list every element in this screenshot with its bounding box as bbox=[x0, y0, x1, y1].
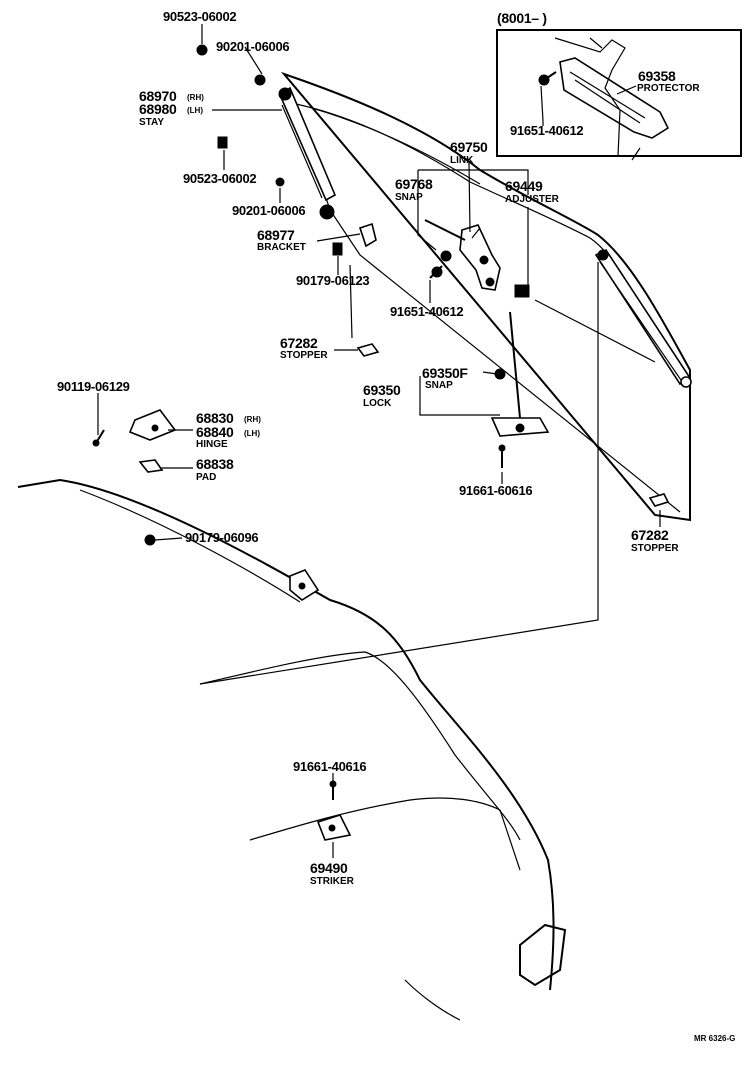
label-bracket-name: BRACKET bbox=[257, 242, 306, 253]
label-screw-hinge: 90119-06129 bbox=[57, 379, 130, 394]
label-stay-name: STAY bbox=[139, 117, 164, 128]
striker-part bbox=[316, 814, 352, 841]
protector-part bbox=[554, 37, 670, 161]
right-stay-strut bbox=[594, 248, 692, 388]
left-stay-strut bbox=[278, 86, 337, 220]
label-stay-rh: 68970 bbox=[139, 88, 177, 104]
label-link-no: 69750 bbox=[450, 139, 488, 155]
label-snap2-name: SNAP bbox=[425, 380, 453, 391]
roof-screw bbox=[144, 534, 156, 546]
inset-bolt-no: 91651-40612 bbox=[510, 123, 583, 138]
label-nut-top: 90523-06002 bbox=[163, 9, 236, 24]
label-clip-top: 90201-06006 bbox=[216, 39, 289, 54]
clip-top bbox=[254, 74, 266, 86]
label-lock-name: LOCK bbox=[363, 398, 392, 409]
label-hinge-rh-tag: (RH) bbox=[244, 415, 261, 424]
label-stopper-right-name: STOPPER bbox=[631, 543, 679, 554]
hinge-screw bbox=[92, 429, 105, 447]
label-link-name: LINK bbox=[450, 155, 474, 166]
label-nut-mid: 90523-06002 bbox=[183, 171, 256, 186]
bolt-mid-part bbox=[429, 265, 443, 279]
snap-part bbox=[440, 250, 452, 262]
protector-part-no: 69358 bbox=[638, 68, 676, 84]
stopper-left-part bbox=[356, 343, 380, 357]
striker-screw bbox=[329, 780, 337, 800]
hinge-part bbox=[128, 409, 177, 441]
label-hinge-lh: 68840 bbox=[196, 424, 234, 440]
lock-screw bbox=[498, 444, 506, 468]
adjuster-part bbox=[514, 284, 530, 298]
roof-hinge-mount bbox=[289, 569, 320, 601]
lock-assembly bbox=[490, 311, 550, 437]
label-hinge-lh-tag: (LH) bbox=[244, 429, 260, 438]
inset-heading: (8001– ) bbox=[497, 10, 547, 26]
label-screw-striker: 91661-40616 bbox=[293, 759, 366, 774]
label-hinge-rh: 68830 bbox=[196, 410, 234, 426]
back-door-glass-outline bbox=[199, 71, 691, 685]
label-stay-lh: 68980 bbox=[139, 101, 177, 117]
stopper-right-part bbox=[648, 493, 670, 507]
label-clip-mid: 90201-06006 bbox=[232, 203, 305, 218]
label-screw-lock: 91661-60616 bbox=[459, 483, 532, 498]
part-labels: 90523-06002 90201-06006 68970 (RH) 68980… bbox=[57, 9, 735, 1043]
label-snap2-no: 69350F bbox=[422, 365, 468, 381]
label-snap-name: SNAP bbox=[395, 192, 423, 203]
label-stay-rh-tag: (RH) bbox=[187, 93, 204, 102]
label-adjuster-no: 69449 bbox=[505, 178, 543, 194]
leader-lines bbox=[97, 24, 661, 858]
figure-code: MR 6326-G bbox=[694, 1034, 735, 1043]
label-pad-no: 68838 bbox=[196, 456, 234, 472]
protector-name: PROTECTOR bbox=[637, 83, 700, 94]
label-striker-no: 69490 bbox=[310, 860, 348, 876]
label-bracket-no: 68977 bbox=[257, 227, 295, 243]
label-pad-name: PAD bbox=[196, 472, 216, 483]
nut-mid bbox=[217, 136, 228, 149]
label-lock-no: 69350 bbox=[363, 382, 401, 398]
pad-part bbox=[138, 459, 164, 473]
label-stay-lh-tag: (LH) bbox=[187, 106, 203, 115]
bracket-part bbox=[358, 222, 377, 248]
clip-mid bbox=[275, 177, 285, 187]
link-assembly bbox=[424, 219, 501, 291]
label-snap-no: 69768 bbox=[395, 176, 433, 192]
nut-top bbox=[196, 44, 208, 56]
label-stopper-left-no: 67282 bbox=[280, 335, 318, 351]
label-hinge-name: HINGE bbox=[196, 439, 228, 450]
label-stopper-right-no: 67282 bbox=[631, 527, 669, 543]
bracket-screw bbox=[332, 242, 343, 256]
label-screw-roof: 90179-06096 bbox=[185, 530, 258, 545]
label-bolt-mid: 91651-40612 bbox=[390, 304, 463, 319]
label-screw-bracket: 90179-06123 bbox=[296, 273, 369, 288]
inset-protector-detail: (8001– ) 69358 PROTECTOR 91651-40612 bbox=[496, 10, 742, 161]
label-striker-name: STRIKER bbox=[310, 876, 355, 887]
car-body-outline bbox=[17, 478, 567, 1021]
inset-bolt bbox=[538, 71, 557, 86]
label-adjuster-name: ADJUSTER bbox=[505, 194, 560, 205]
label-stopper-left-name: STOPPER bbox=[280, 350, 328, 361]
